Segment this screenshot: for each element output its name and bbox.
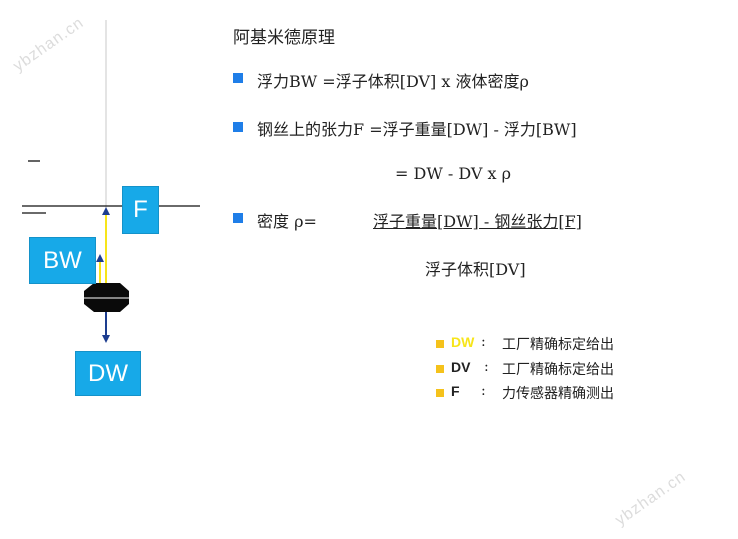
legend-key-dv: DV [451, 359, 471, 375]
bullet-icon [233, 122, 243, 132]
legend-desc-f: 力传感器精确测出 [502, 386, 614, 402]
legend-square-icon [436, 365, 444, 373]
bullet-icon [233, 213, 243, 223]
formula-density-numerator: 浮子重量[DW] - 钢丝张力[F] [373, 212, 582, 231]
legend-desc-dv: 工厂精确标定给出 [502, 362, 614, 378]
page-title: 阿基米德原理 [233, 28, 335, 48]
formula-density-denominator: 浮子体积[DV] [425, 260, 526, 279]
legend-square-icon [436, 340, 444, 348]
legend-sep: : [481, 383, 486, 399]
tension-arrow-head [102, 207, 110, 215]
formula-tension-expanded: = DW - DV x ρ [395, 164, 512, 183]
legend-square-icon [436, 389, 444, 397]
formula-density-label: 密度 ρ= [257, 212, 317, 231]
buoyancy-arrow-head [96, 254, 104, 262]
weight-arrow-head [102, 335, 110, 343]
formula-tension: 钢丝上的张力F =浮子重量[DW] - 浮力[BW] [257, 120, 577, 139]
legend-sep: : [484, 359, 489, 375]
legend-desc-dw: 工厂精确标定给出 [502, 337, 614, 353]
buoyancy-bw-box: BW [29, 237, 96, 284]
legend-key-f: F [451, 383, 460, 399]
weight-dw-box: DW [75, 351, 141, 396]
tension-f-box: F [122, 186, 159, 234]
legend-sep: : [481, 334, 486, 350]
formula-buoyancy: 浮力BW =浮子体积[DV] x 液体密度ρ [257, 72, 529, 91]
legend-key-dw: DW [451, 334, 475, 350]
bullet-icon [233, 73, 243, 83]
